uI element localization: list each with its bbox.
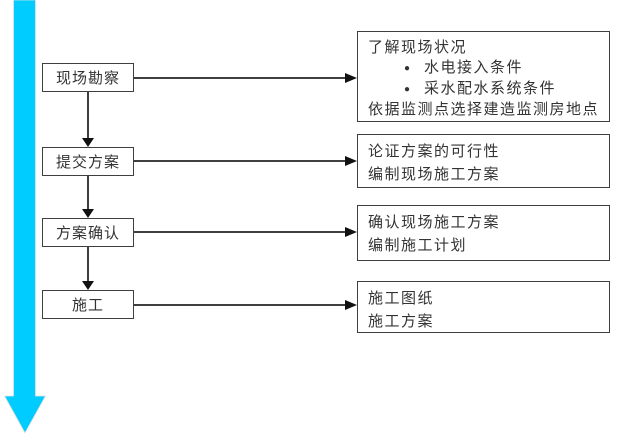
detail-line: 施工图纸 bbox=[368, 291, 435, 307]
detail-box-submit-plan: 论证方案的可行性 编制现场施工方案 bbox=[357, 134, 610, 188]
connector-line bbox=[87, 176, 89, 209]
connector-line bbox=[87, 247, 89, 281]
timeline-down-arrow-icon bbox=[3, 0, 47, 434]
step-box-construction: 施工 bbox=[42, 290, 134, 319]
detail-line: ● 采水配水系统条件 bbox=[368, 79, 599, 100]
detail-box-plan-confirm: 确认现场施工方案 编制施工计划 bbox=[357, 205, 610, 261]
connector-line bbox=[134, 160, 345, 162]
detail-box-site-survey: 了解现场状况 ● 水电接入条件 ● 采水配水系统条件 依据监测点选择建造监测房地点 bbox=[357, 31, 610, 122]
arrow-right-icon bbox=[345, 227, 357, 237]
detail-line: ● 水电接入条件 bbox=[368, 58, 599, 79]
detail-line: 确认现场施工方案 bbox=[368, 215, 501, 231]
detail-line: 编制现场施工方案 bbox=[368, 167, 501, 183]
detail-box-construction: 施工图纸 施工方案 bbox=[357, 281, 610, 333]
detail-line: 施工方案 bbox=[368, 314, 435, 330]
arrow-down-icon bbox=[82, 281, 94, 290]
detail-line-text: 水电接入条件 bbox=[424, 60, 524, 76]
connector-line bbox=[87, 92, 89, 138]
bullet-icon: ● bbox=[404, 84, 411, 95]
connector-line bbox=[134, 77, 345, 79]
step-box-plan-confirm: 方案确认 bbox=[42, 218, 134, 247]
arrow-down-icon bbox=[82, 138, 94, 147]
detail-line: 了解现场状况 bbox=[368, 40, 468, 56]
connector-line bbox=[134, 304, 345, 306]
detail-line: 依据监测点选择建造监测房地点 bbox=[368, 102, 600, 118]
connector-line bbox=[134, 231, 345, 233]
detail-line: 论证方案的可行性 bbox=[368, 144, 501, 160]
arrow-right-icon bbox=[345, 300, 357, 310]
arrow-right-icon bbox=[345, 73, 357, 83]
arrow-down-icon bbox=[82, 209, 94, 218]
detail-line-text: 采水配水系统条件 bbox=[424, 81, 557, 97]
step-box-site-survey: 现场勘察 bbox=[42, 63, 134, 92]
detail-line: 编制施工计划 bbox=[368, 238, 468, 254]
arrow-right-icon bbox=[345, 156, 357, 166]
bullet-icon: ● bbox=[404, 63, 411, 74]
step-box-submit-plan: 提交方案 bbox=[42, 147, 134, 176]
